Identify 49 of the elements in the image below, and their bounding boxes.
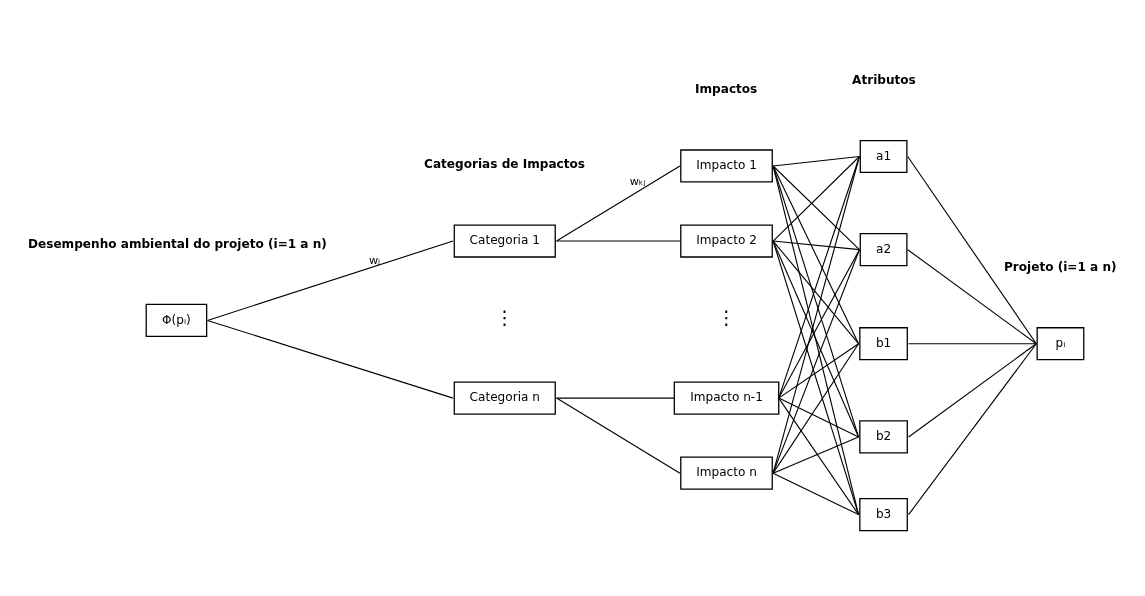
connector: [556, 240, 681, 242]
node-box: b1: [859, 327, 908, 361]
label: Atributos: [852, 72, 916, 87]
connector: [772, 240, 860, 438]
connector: [778, 397, 860, 438]
label: ⋮: [717, 306, 737, 329]
connector: [772, 436, 860, 474]
node-box: Impacto n-1: [673, 381, 780, 415]
connector: [556, 165, 681, 242]
node-box: a2: [859, 233, 908, 267]
connector: [772, 240, 860, 516]
connector: [907, 249, 1037, 345]
connector: [772, 155, 860, 242]
node-box: b2: [859, 420, 908, 454]
node-box: a1: [859, 139, 908, 174]
connector: [908, 343, 1037, 438]
connector: [556, 397, 681, 474]
connector: [907, 155, 1037, 345]
connector: [206, 240, 454, 321]
label: Impactos: [695, 82, 758, 97]
connector: [908, 343, 1037, 345]
connector: [556, 397, 675, 399]
connector: [772, 343, 860, 474]
connector: [772, 249, 860, 474]
node-box: Φ(pᵢ): [145, 303, 208, 338]
node-box: Impacto n: [680, 456, 773, 490]
connector: [772, 472, 860, 516]
connector: [772, 240, 860, 251]
label: Categorias de Impactos: [424, 157, 585, 172]
connector: [778, 397, 860, 516]
edge-label: wⱼ: [368, 253, 381, 267]
connector: [772, 240, 860, 345]
node-box: Categoria n: [453, 381, 556, 415]
node-box: Categoria 1: [453, 224, 556, 258]
connector: [206, 319, 454, 399]
label: Projeto (i=1 a n): [1003, 259, 1117, 274]
connector: [772, 165, 860, 251]
label: ⋮: [495, 306, 515, 329]
connector: [908, 343, 1037, 516]
label: Desempenho ambiental do projeto (i=1 a n): [28, 236, 327, 251]
node-box: pᵢ: [1036, 327, 1085, 361]
connector: [778, 343, 860, 399]
connector: [772, 165, 860, 345]
node-box: Impacto 1: [680, 149, 773, 183]
connector: [772, 155, 860, 167]
edge-label: wₖⱼ: [629, 175, 646, 189]
connector: [778, 249, 860, 399]
node-box: b3: [859, 497, 908, 532]
node-box: Impacto 2: [680, 224, 773, 258]
